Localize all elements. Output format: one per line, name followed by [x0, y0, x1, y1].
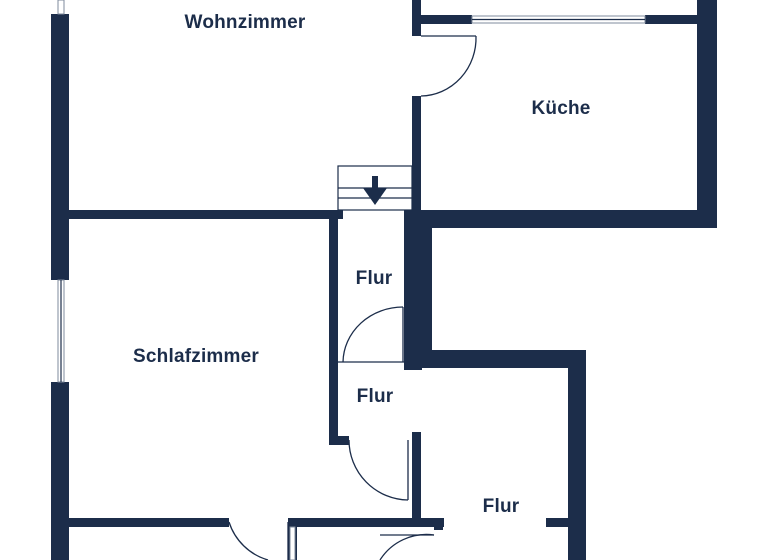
doors [228, 35, 477, 560]
wall-flur-left-foot [329, 436, 349, 445]
wall-flur-right [404, 210, 413, 362]
wall-bottom-right [546, 518, 576, 527]
window-left-top [57, 0, 65, 15]
door-bottom-right-arc [379, 533, 435, 560]
wall-flur-stub-right [404, 356, 422, 370]
wall-left-lower [51, 382, 69, 560]
entrance [337, 165, 413, 211]
wall-left-upper [51, 14, 69, 280]
wall-flur-left [329, 210, 338, 360]
room-label-flur-3: Flur [482, 496, 520, 517]
window-bottom [289, 526, 296, 560]
room-label-kueche: Küche [531, 98, 591, 119]
wall-flur-right-thick [412, 228, 432, 368]
wall-bottom-mid [288, 518, 444, 527]
arrow-down-icon [363, 176, 387, 205]
room-label-flur-2: Flur [356, 386, 394, 407]
wall-bottom-mid-v [434, 518, 443, 530]
wall-living-bottom [51, 210, 343, 219]
wall-kitchen-top-right [645, 15, 715, 24]
wall-bedroom-bottom [51, 518, 229, 527]
walls [51, 0, 717, 560]
door-kitchen-arc [420, 35, 477, 97]
wall-kitchen-right [697, 0, 717, 228]
wall-kitchen-top-left [412, 15, 472, 24]
wall-right-lower [568, 350, 586, 560]
door-bedroom-arc [228, 521, 269, 560]
wall-kitchen-bottom [412, 210, 717, 228]
room-label-wohnzimmer: Wohnzimmer [184, 12, 306, 33]
windows [57, 0, 646, 560]
wall-flur-left-lower [329, 360, 338, 444]
door-flur-lower-arc [348, 439, 409, 501]
room-label-schlafzimmer: Schlafzimmer [133, 346, 259, 367]
room-label-flur-1: Flur [355, 268, 393, 289]
door-flur-upper-arc [342, 306, 404, 363]
wall-lower-flur-top [404, 350, 584, 368]
wall-living-kitchen-lower [412, 96, 421, 210]
wall-flur-mid [412, 432, 421, 520]
